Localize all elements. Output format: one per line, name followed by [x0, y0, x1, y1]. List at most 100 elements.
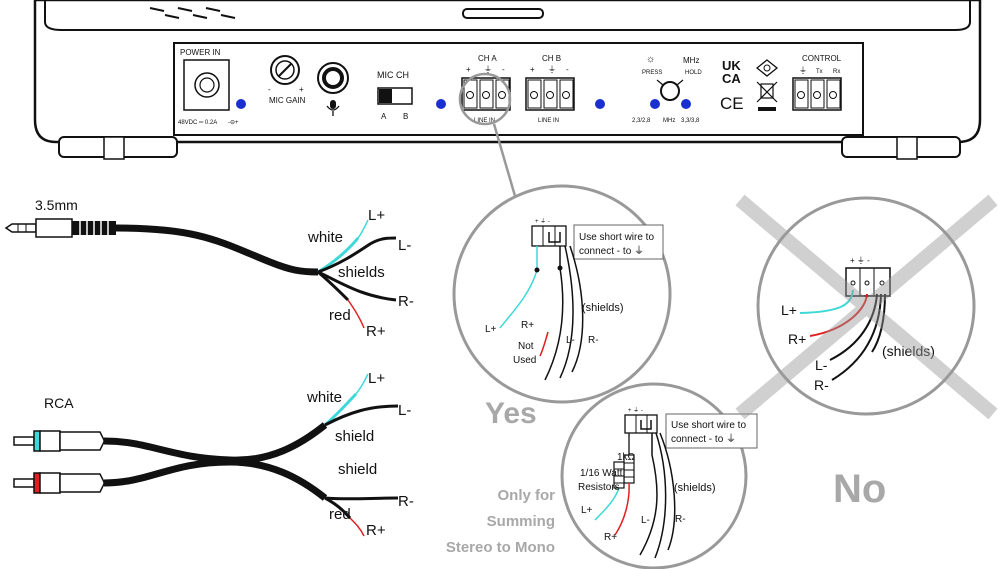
- svg-text:-: -: [268, 85, 271, 94]
- terminal-block-icon: + ⏚ -: [624, 407, 658, 434]
- mic-gain-label: MIC GAIN: [269, 96, 306, 105]
- svg-text:+: +: [299, 85, 304, 94]
- mic-ch-b-label: B: [403, 112, 408, 121]
- rcm-icon: [755, 59, 779, 77]
- l-minus-label: L-: [398, 402, 411, 419]
- resistor-value: 1kΩ: [617, 452, 636, 463]
- not-used-line-2: Used: [513, 355, 536, 366]
- white-label: white: [307, 229, 343, 246]
- cable-rca-title: RCA: [44, 395, 74, 411]
- l-plus-label: L+: [485, 324, 497, 335]
- freq-high-label: 3,3/3,8: [681, 118, 700, 124]
- svg-text:+: +: [466, 65, 471, 74]
- l-plus-label: L+: [368, 370, 385, 387]
- l-minus-label: L-: [566, 335, 575, 346]
- note-line-2: connect - to ⏚: [671, 433, 736, 445]
- mic-ch-label: MIC CH: [377, 70, 409, 80]
- cable-rca: RCA white L+ L- shield shield R- red R+: [13, 370, 414, 539]
- red-label: red: [329, 307, 351, 324]
- trs-plug-icon: [4, 218, 116, 238]
- l-plus-label: L+: [368, 207, 385, 224]
- note-line-1: Use short wire to: [671, 420, 746, 431]
- shields-label: shields: [338, 264, 385, 281]
- r-plus-label: R+: [521, 320, 534, 331]
- ukca-mark-top: UK: [722, 58, 741, 73]
- cross-icon: [735, 194, 998, 420]
- ch-b-label: CH B: [542, 54, 561, 63]
- resistor-label: Resistors: [578, 482, 620, 493]
- svg-text:+ ⏚ -: + ⏚ -: [628, 407, 643, 414]
- resistor-watt: 1/16 Watt: [580, 468, 623, 479]
- r-plus-label: R+: [788, 331, 806, 347]
- r-minus-label: R-: [398, 293, 414, 310]
- caption-line-1: Only for: [497, 487, 555, 504]
- note-line-2: connect - to ⏚: [579, 245, 644, 257]
- svg-text:-: -: [566, 65, 569, 74]
- power-rating-label: 48VDC ═ 0.2A: [178, 120, 217, 126]
- no-verdict: No: [833, 467, 886, 511]
- cable-35mm-title: 3.5mm: [35, 197, 78, 213]
- ch-a-label: CH A: [478, 54, 497, 63]
- microphone-icon: [326, 100, 340, 116]
- svg-text:⏚: ⏚: [484, 65, 492, 74]
- yes-verdict: Yes: [485, 397, 537, 430]
- no-circle: + ⏚ - L+ R+ L- R- (shields): [735, 194, 998, 420]
- line-in-b-label: LINE IN: [538, 118, 559, 124]
- caption-line-3: Stereo to Mono: [446, 539, 555, 556]
- mono-circle: + ⏚ - Use short wire to connect - to ⏚ 1…: [560, 382, 758, 569]
- weee-bin-icon: [756, 81, 778, 111]
- frequency-button: ☼ PRESS MHz HOLD 2,3/2,8 MHz 3,3/3,8: [632, 54, 702, 124]
- mic-gain-knob: - + MIC GAIN: [268, 55, 306, 105]
- mic-jack: [317, 62, 349, 116]
- ce-mark: CE: [720, 94, 744, 113]
- power-in-port: POWER IN 48VDC ═ 0.2A -⊖+: [178, 48, 239, 126]
- rca-plug-white-icon: [13, 430, 105, 452]
- svg-text:+: +: [530, 65, 535, 74]
- svg-text:+ ⏚ -: + ⏚ -: [535, 218, 550, 225]
- r-minus-label: R-: [814, 377, 829, 393]
- r-plus-label: R+: [604, 532, 617, 543]
- r-plus-label: R+: [366, 323, 386, 340]
- ukca-mark-bottom: CA: [722, 71, 741, 86]
- sun-icon: ☼: [646, 54, 655, 65]
- hold-label: HOLD: [685, 70, 702, 76]
- control-label: CONTROL: [802, 54, 842, 63]
- led-dot: [436, 99, 446, 109]
- not-used-line-1: Not: [518, 341, 534, 352]
- l-plus-label: L+: [781, 302, 797, 318]
- svg-text:-: -: [502, 65, 505, 74]
- certification-marks: UK CA CE: [720, 58, 779, 113]
- led-dot: [595, 99, 605, 109]
- rx-label: Rx: [833, 69, 840, 75]
- r-minus-label: R-: [588, 335, 599, 346]
- l-minus-label: L-: [398, 237, 411, 254]
- l-minus-label: L-: [641, 515, 650, 526]
- l-minus-label: L-: [815, 357, 828, 373]
- mic-channel-switch: MIC CH A B: [377, 70, 413, 121]
- shields-label: (shields): [674, 482, 716, 494]
- red-label: red: [329, 506, 351, 523]
- freq-low-label: 2,3/2,8: [632, 118, 651, 124]
- polarity-icon: -⊖+: [228, 120, 239, 126]
- mic-ch-a-label: A: [381, 112, 387, 121]
- white-label: white: [306, 389, 342, 406]
- r-minus-label: R-: [675, 514, 686, 525]
- l-plus-label: L+: [581, 505, 593, 516]
- press-label: PRESS: [642, 70, 662, 76]
- freq-mhz-label: MHz: [663, 118, 675, 124]
- r-minus-label: R-: [398, 493, 414, 510]
- mhz-label: MHz: [683, 56, 699, 65]
- yes-circle: + ⏚ - Use short wire to connect - to ⏚ L…: [452, 184, 672, 404]
- r-plus-label: R+: [366, 522, 386, 539]
- terminal-block-icon: + ⏚ -: [531, 218, 567, 247]
- control-terminal: CONTROL ⏚ Tx Rx: [792, 54, 842, 111]
- rca-plug-red-icon: [13, 472, 105, 494]
- tx-label: Tx: [816, 69, 823, 75]
- led-dot: [236, 99, 246, 109]
- note-line-1: Use short wire to: [579, 232, 654, 243]
- mono-caption: Only for Summing Stereo to Mono: [446, 487, 555, 556]
- power-in-label: POWER IN: [180, 48, 221, 57]
- ground-icon: ⏚: [799, 66, 807, 75]
- resistor-icon: [613, 433, 635, 489]
